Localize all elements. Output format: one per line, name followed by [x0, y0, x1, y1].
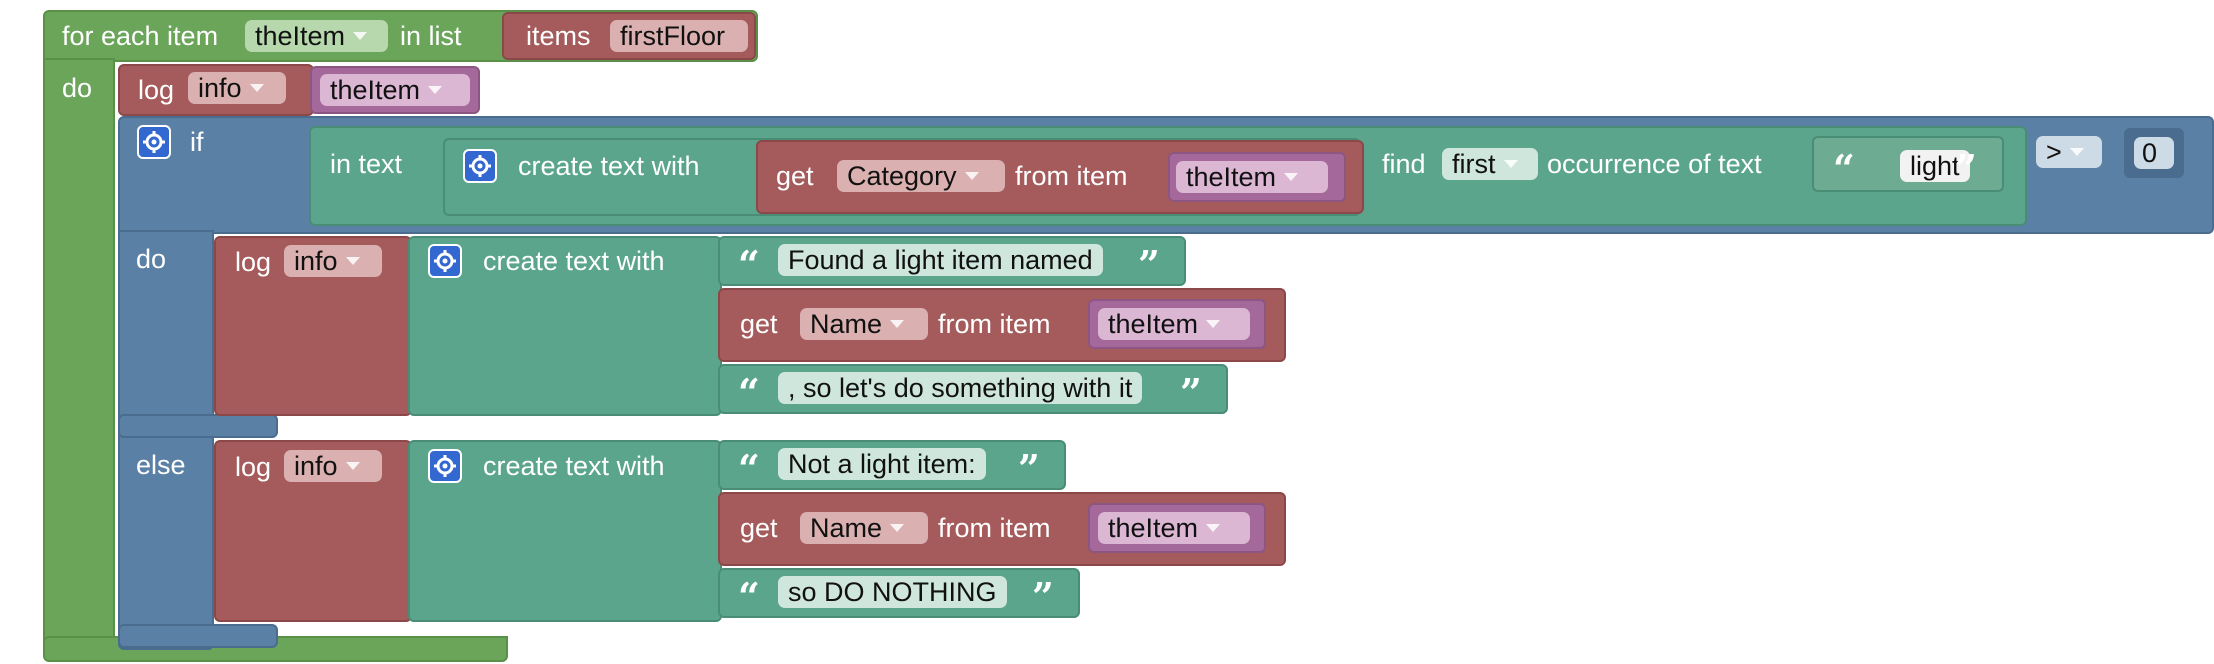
gear-icon-glyph: [469, 155, 491, 177]
chevron-down-icon: [249, 83, 264, 92]
gear-icon[interactable]: [463, 149, 497, 183]
text-field[interactable]: Found a light item named: [778, 244, 1103, 276]
property-dropdown[interactable]: Category: [837, 160, 1005, 192]
chevron-down-icon: [964, 171, 979, 180]
create-text-label: create text with: [483, 246, 665, 276]
gear-icon[interactable]: [428, 449, 462, 483]
gear-icon[interactable]: [428, 244, 462, 278]
chevron-down-icon: [1206, 523, 1221, 532]
chevron-down-icon: [353, 31, 368, 40]
chevron-down-icon: [428, 85, 443, 94]
gear-icon-glyph: [434, 250, 456, 272]
create-text-label: create text with: [518, 151, 700, 181]
if-do-label: do: [136, 244, 167, 274]
for-each-block-body-spine: [43, 58, 115, 658]
items-label: items: [526, 21, 591, 51]
chevron-down-icon: [1206, 319, 1221, 328]
chevron-down-icon: [890, 523, 905, 532]
if-block-footer: [118, 624, 278, 648]
chevron-down-icon: [1503, 159, 1518, 168]
gear-icon-glyph: [434, 455, 456, 477]
comparison-operator-dropdown[interactable]: >: [2036, 136, 2102, 168]
text-field-light[interactable]: light: [1900, 150, 1970, 182]
left-quote-icon: “: [738, 446, 760, 491]
log-level-dropdown[interactable]: info: [284, 450, 382, 482]
gear-icon[interactable]: [137, 125, 171, 159]
right-quote-icon: ”: [1955, 146, 1977, 191]
items-value-field[interactable]: firstFloor: [610, 20, 748, 52]
for-each-label: for each item: [62, 21, 219, 51]
occurrence-of-text-label: occurrence of text: [1547, 149, 1762, 179]
text-field[interactable]: Not a light item:: [778, 448, 986, 480]
left-quote-icon: “: [738, 574, 760, 619]
get-label: get: [740, 309, 778, 339]
find-label: find: [1382, 149, 1426, 179]
log-label: log: [235, 452, 272, 482]
chevron-down-icon: [1284, 172, 1299, 181]
right-quote-icon: ”: [1180, 370, 1202, 415]
left-quote-icon: “: [738, 242, 760, 287]
if-label: if: [190, 127, 204, 157]
in-list-label: in list: [400, 21, 462, 51]
log-level-dropdown[interactable]: info: [188, 72, 286, 104]
variable-dropdown-theitem[interactable]: theItem: [1098, 308, 1250, 340]
from-item-label: from item: [938, 309, 1051, 339]
log-label: log: [235, 247, 272, 277]
right-quote-icon: ”: [1018, 446, 1040, 491]
chevron-down-icon: [2069, 147, 2084, 156]
variable-dropdown-theitem[interactable]: theItem: [320, 74, 470, 106]
from-item-label: from item: [1015, 161, 1128, 191]
from-item-label: from item: [938, 513, 1051, 543]
chevron-down-icon: [890, 319, 905, 328]
if-block-else-divider: [118, 414, 278, 438]
gear-icon-glyph: [143, 131, 165, 153]
if-block-spine: [118, 230, 214, 650]
loop-variable-dropdown[interactable]: theItem: [245, 20, 388, 52]
create-text-label: create text with: [483, 451, 665, 481]
chevron-down-icon: [345, 256, 360, 265]
variable-dropdown-theitem[interactable]: theItem: [1176, 161, 1328, 193]
in-text-label: in text: [330, 149, 403, 179]
number-field[interactable]: 0: [2134, 137, 2174, 169]
text-field[interactable]: so DO NOTHING: [778, 576, 1007, 608]
property-dropdown[interactable]: Name: [800, 512, 928, 544]
else-label: else: [136, 450, 186, 480]
right-quote-icon: ”: [1032, 574, 1054, 619]
chevron-down-icon: [345, 461, 360, 470]
get-label: get: [740, 513, 778, 543]
left-quote-icon: “: [1833, 146, 1855, 191]
log-label: log: [138, 75, 175, 105]
text-field[interactable]: , so let's do something with it: [778, 372, 1143, 404]
log-level-dropdown[interactable]: info: [284, 245, 382, 277]
occurrence-dropdown[interactable]: first: [1442, 148, 1538, 180]
right-quote-icon: ”: [1138, 242, 1160, 287]
for-each-do-label: do: [62, 73, 93, 103]
left-quote-icon: “: [738, 370, 760, 415]
get-label: get: [776, 161, 814, 191]
variable-dropdown-theitem[interactable]: theItem: [1098, 512, 1250, 544]
property-dropdown[interactable]: Name: [800, 308, 928, 340]
